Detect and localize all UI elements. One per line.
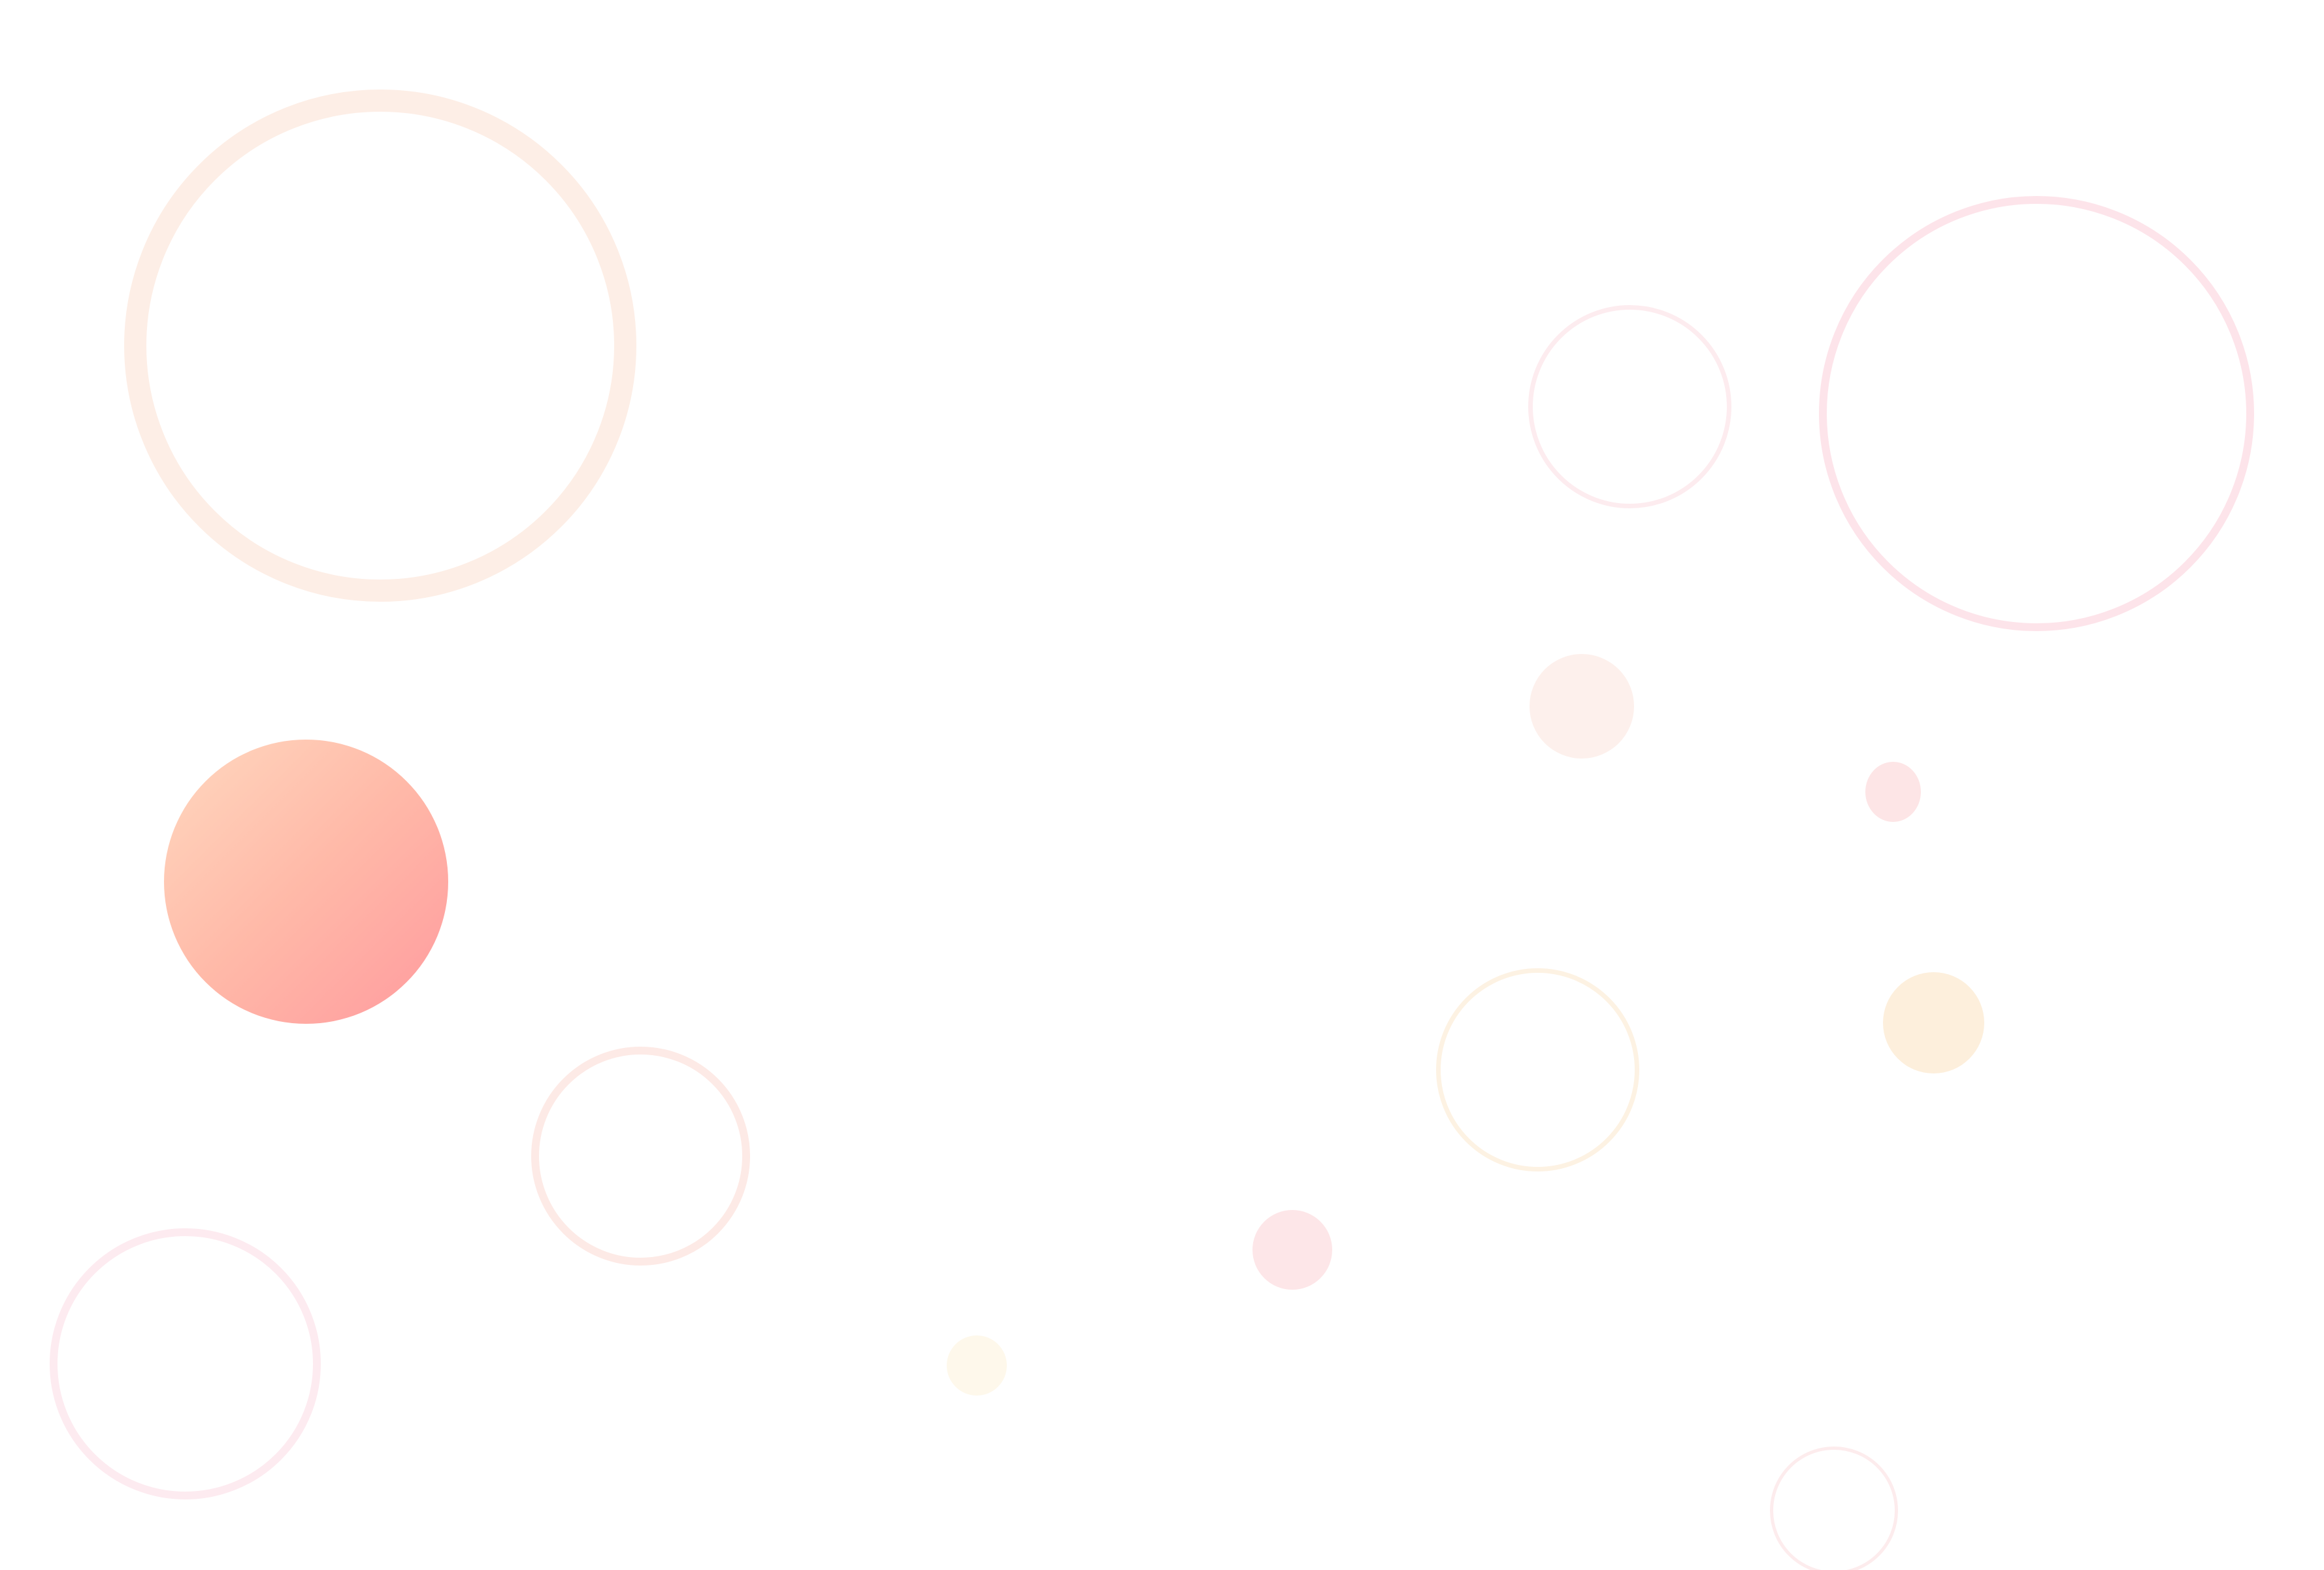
dot-pink-small	[1865, 762, 1921, 822]
ring-bottom-right	[1770, 1447, 1898, 1570]
dot-peach	[1530, 654, 1634, 759]
ring-large-pink	[1819, 196, 2254, 631]
ring-small-pink-top	[1528, 305, 1731, 508]
dot-cream	[1883, 972, 1984, 1073]
dot-yellow	[947, 1335, 1007, 1396]
ring-bottom-left-pink	[50, 1228, 321, 1499]
ring-large-peach	[124, 90, 636, 602]
gradient-disc	[164, 740, 448, 1024]
ring-medium-cream	[1436, 968, 1639, 1171]
dot-pink-mid	[1252, 1210, 1332, 1290]
ring-medium-peach	[531, 1047, 750, 1266]
